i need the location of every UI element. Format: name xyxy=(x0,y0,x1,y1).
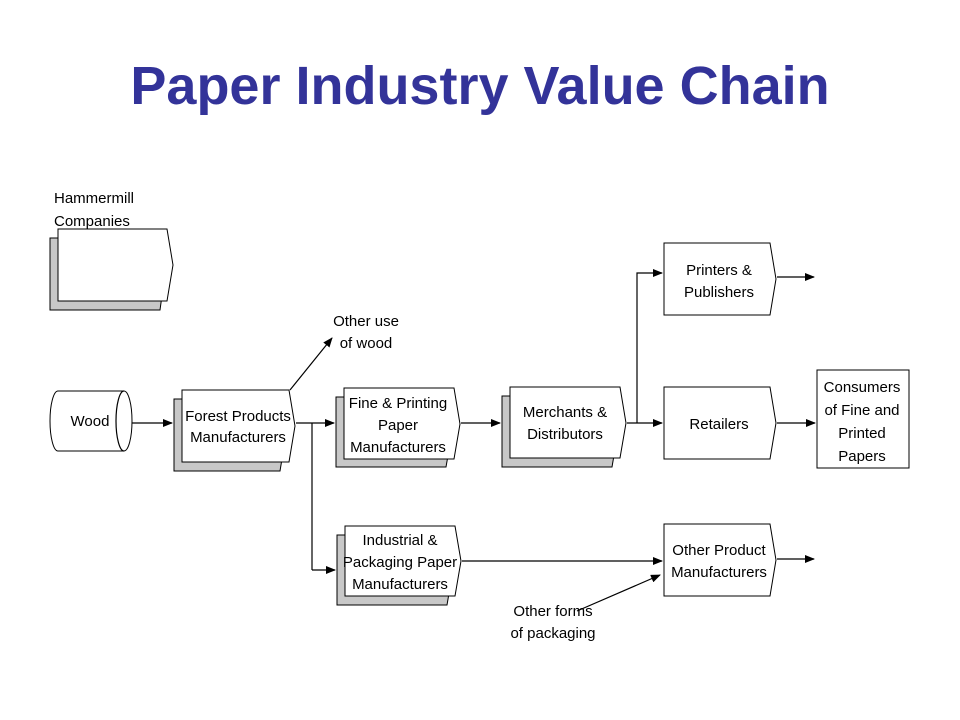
consumers-label-4: Papers xyxy=(838,448,886,465)
other-product-node: Other Product Manufacturers xyxy=(663,523,777,597)
industrial-label-2: Packaging Paper xyxy=(343,554,457,571)
other-product-label-2: Manufacturers xyxy=(671,564,767,581)
industrial-packaging-node: Industrial & Packaging Paper Manufacture… xyxy=(336,525,462,606)
printers-label-2: Publishers xyxy=(684,284,754,301)
arrow-merchants-to-printers xyxy=(636,269,663,423)
forest-label-1: Forest Products xyxy=(185,408,291,425)
arrow-forest-to-other-use xyxy=(289,337,333,391)
page-title: Paper Industry Value Chain xyxy=(130,56,830,116)
industrial-label-3: Manufacturers xyxy=(352,576,448,593)
consumers-node: Consumers of Fine and Printed Papers xyxy=(816,369,910,469)
other-use-label-1: Other use xyxy=(333,313,399,330)
forest-products-node: Forest Products Manufacturers xyxy=(173,389,296,472)
fine-printing-node: Fine & Printing Paper Manufacturers xyxy=(335,387,461,468)
consumers-label-2: of Fine and xyxy=(824,402,899,419)
other-use-label-2: of wood xyxy=(340,335,393,352)
hammermill-node: Hammermill Companies xyxy=(49,190,174,311)
fine-label-1: Fine & Printing xyxy=(349,395,447,412)
fine-label-2: Paper xyxy=(378,417,418,434)
retailers-node: Retailers xyxy=(663,386,777,460)
printers-publishers-node: Printers & Publishers xyxy=(663,242,777,316)
merchants-label-1: Merchants & xyxy=(523,404,607,421)
wood-node: Wood xyxy=(49,390,133,452)
printers-label-1: Printers & xyxy=(686,262,752,279)
consumers-label-1: Consumers xyxy=(824,379,901,396)
consumers-label-3: Printed xyxy=(838,425,886,442)
fine-label-3: Manufacturers xyxy=(350,439,446,456)
other-forms-label-2: of packaging xyxy=(510,625,595,642)
forest-label-2: Manufacturers xyxy=(190,429,286,446)
arrow-other-forms-to-other-product xyxy=(576,574,661,612)
other-forms-label-1: Other forms xyxy=(513,603,592,620)
industrial-label-1: Industrial & xyxy=(362,532,437,549)
merchants-node: Merchants & Distributors xyxy=(501,386,627,468)
connectors xyxy=(132,269,816,612)
retailers-label: Retailers xyxy=(689,416,748,433)
hammermill-label-1: Hammermill xyxy=(54,190,134,207)
merchants-label-2: Distributors xyxy=(527,426,603,443)
hammermill-label-2: Companies xyxy=(54,213,130,230)
other-product-label-1: Other Product xyxy=(672,542,766,559)
wood-label: Wood xyxy=(71,413,110,430)
